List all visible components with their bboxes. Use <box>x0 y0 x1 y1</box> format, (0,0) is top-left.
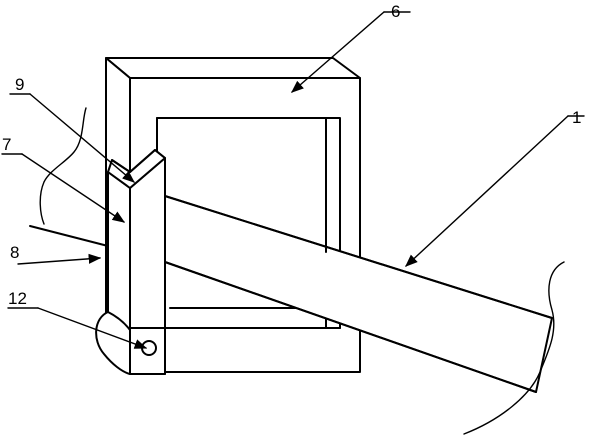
left-break-line <box>39 107 87 225</box>
label-9: 9 <box>15 75 24 94</box>
leader-1 <box>405 115 569 267</box>
label-8: 8 <box>10 243 19 262</box>
leader-9 <box>29 93 135 183</box>
label-6: 6 <box>391 2 400 21</box>
bar-left-edge-top <box>29 225 109 247</box>
leader-12 <box>37 307 148 349</box>
label-7: 7 <box>2 135 11 154</box>
leader-8 <box>17 253 102 265</box>
leader-6 <box>291 11 385 93</box>
leader-7 <box>21 153 126 223</box>
right-break-line <box>463 261 565 435</box>
label-12: 12 <box>8 289 27 308</box>
leaders <box>1 11 585 349</box>
label-1: 1 <box>572 108 581 127</box>
hinge-part-12 <box>95 311 166 375</box>
